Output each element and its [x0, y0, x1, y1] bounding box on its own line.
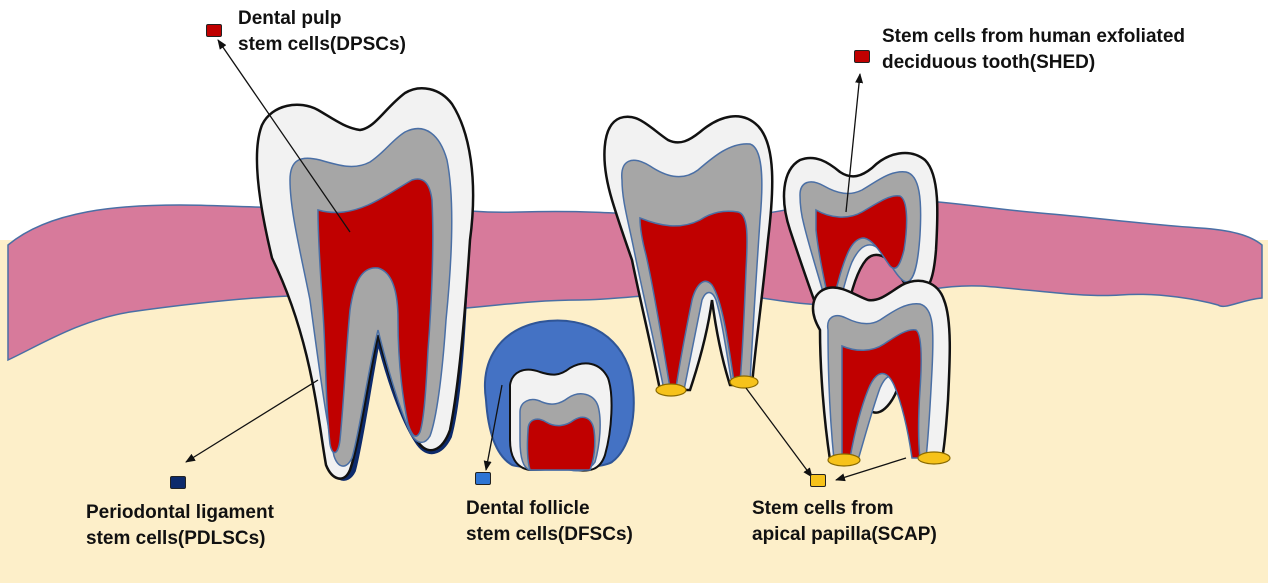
shed-label: Stem cells from human exfoliated deciduo…: [882, 24, 1185, 76]
shed-label-line1: Stem cells from human exfoliated: [882, 24, 1185, 50]
pdlsc-label-line2: stem cells(PDLSCs): [86, 526, 274, 552]
dfsc-swatch: [475, 472, 491, 485]
apical-papilla-left: [656, 384, 686, 396]
scap-label-line1: Stem cells from: [752, 496, 937, 522]
apical-papilla-successor-right: [918, 452, 950, 464]
scap-label: Stem cells from apical papilla(SCAP): [752, 496, 937, 548]
dfsc-label-line1: Dental follicle: [466, 496, 633, 522]
pdlsc-label: Periodontal ligament stem cells(PDLSCs): [86, 500, 274, 552]
dfsc-label: Dental follicle stem cells(DFSCs): [466, 496, 633, 548]
shed-label-line2: deciduous tooth(SHED): [882, 50, 1185, 76]
dfsc-label-line2: stem cells(DFSCs): [466, 522, 633, 548]
developing-tooth: [485, 321, 634, 471]
apical-papilla-successor-left: [828, 454, 860, 466]
developing-pulp: [527, 417, 594, 470]
scap-swatch: [810, 474, 826, 487]
dpsc-label-line2: stem cells(DPSCs): [238, 32, 406, 58]
dpsc-label: Dental pulp stem cells(DPSCs): [238, 6, 406, 58]
dpsc-swatch: [206, 24, 222, 37]
scap-label-line2: apical papilla(SCAP): [752, 522, 937, 548]
dpsc-label-line1: Dental pulp: [238, 6, 406, 32]
pdlsc-label-line1: Periodontal ligament: [86, 500, 274, 526]
apical-papilla-right: [730, 376, 758, 388]
pdlsc-swatch: [170, 476, 186, 489]
shed-swatch: [854, 50, 870, 63]
